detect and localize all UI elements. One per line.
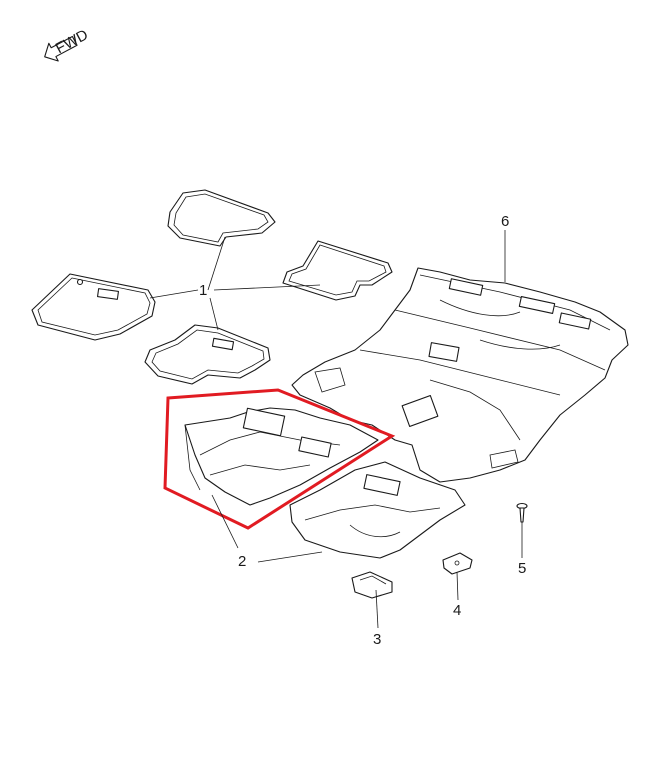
leader-lines — [149, 230, 523, 629]
callout-3: 3 — [373, 631, 381, 648]
callout-5: 5 — [518, 560, 526, 577]
callout-2: 2 — [238, 553, 246, 570]
bracket-part — [351, 571, 393, 599]
clip-part — [442, 552, 473, 575]
floor-mat-rear-right — [144, 324, 271, 385]
front-carpet-section — [184, 407, 379, 506]
carpet-assembly — [291, 267, 629, 483]
callout-1: 1 — [199, 282, 207, 299]
floor-mat-front-left — [167, 189, 276, 247]
fwd-label: FWD — [53, 26, 91, 57]
callout-6: 6 — [501, 213, 509, 230]
floor-mat-front-right — [282, 240, 393, 301]
forward-arrow-icon: FWD — [44, 26, 91, 62]
callout-4: 4 — [453, 602, 461, 619]
push-pin-part — [516, 502, 528, 523]
part-highlight-frame — [163, 388, 396, 530]
front-carpet-lower — [289, 461, 466, 559]
floor-mat-rear-left — [31, 273, 156, 341]
